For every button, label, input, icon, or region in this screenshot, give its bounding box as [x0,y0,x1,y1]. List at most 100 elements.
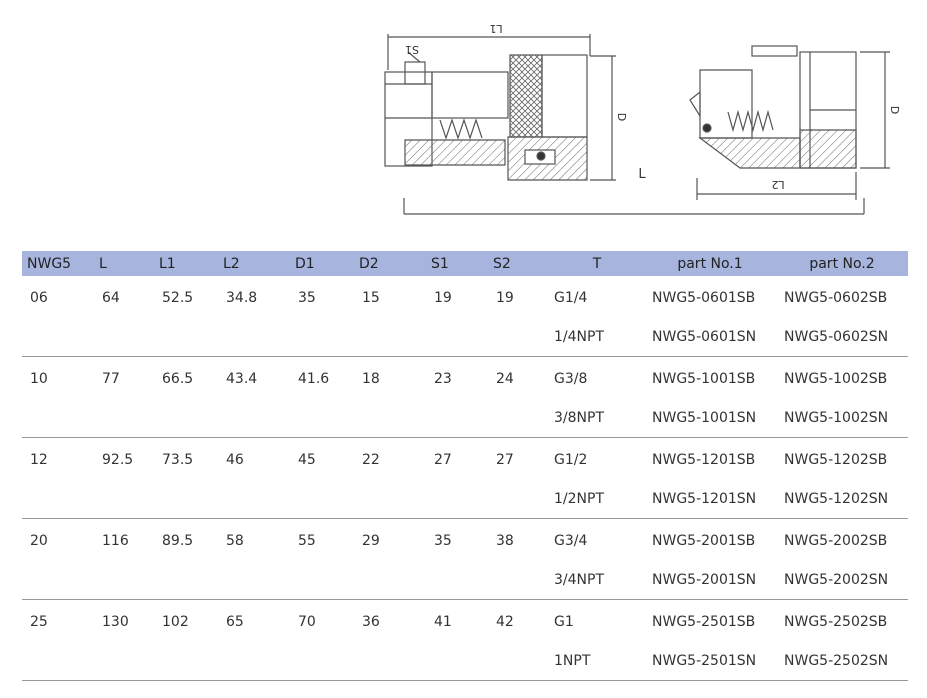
cell-l: 92.5 [102,451,134,468]
cell-d1: 55 [298,532,316,549]
cell-s1: 23 [434,370,452,387]
cell-l1: 52.5 [162,289,194,306]
header-l2: L2 [218,251,290,276]
cell-l: 130 [102,613,129,630]
label-l1: L1 [489,22,502,35]
header-part-no-1: part No.1 [644,251,776,276]
cell-d1: 41.6 [298,370,330,387]
table-row: 1/4NPT NWG5-0601SN NWG5-0602SN [22,317,908,357]
cell-size: 06 [30,289,48,306]
cell-t: G3/8 [554,370,588,387]
cell-part-no-1: NWG5-1201SN [644,479,776,519]
cell-d2: 22 [362,451,380,468]
cell-size: 20 [30,532,48,549]
cell-t: 1NPT [550,641,644,681]
cell-l1: 102 [162,613,189,630]
table-row: 3/8NPT NWG5-1001SN NWG5-1002SN [22,398,908,438]
cell-part-no-2: NWG5-0602SB [784,289,888,306]
cell-part-no-1: NWG5-2501SB [652,613,756,630]
cell-s2: 19 [496,289,514,306]
cell-l: 64 [102,289,120,306]
table-row: 10 77 66.5 43.4 41.6 18 23 24 G3/8 NWG5-… [22,357,908,399]
cell-part-no-2: NWG5-1002SB [784,370,888,387]
cell-l: 77 [102,370,120,387]
cell-s2: 42 [496,613,514,630]
header-part-no-2: part No.2 [776,251,908,276]
cell-t: 1/2NPT [550,479,644,519]
table-row: 20 116 89.5 58 55 29 35 38 G3/4 NWG5-200… [22,519,908,561]
cell-l2: 43.4 [226,370,258,387]
cell-part-no-2: NWG5-0602SN [776,317,908,357]
header-l: L [94,251,154,276]
table-row: 1NPT NWG5-2501SN NWG5-2502SN [22,641,908,681]
label-d-right: D [888,106,901,114]
cell-l2: 34.8 [226,289,258,306]
label-d-left: D [615,113,628,121]
label-l: L [638,167,646,182]
header-l1: L1 [154,251,218,276]
cell-l1: 66.5 [162,370,194,387]
cell-t: 1/4NPT [550,317,644,357]
header-s1: S1 [426,251,488,276]
cell-d1: 45 [298,451,316,468]
header-d1: D1 [290,251,354,276]
cell-part-no-1: NWG5-2501SN [644,641,776,681]
cell-size: 10 [30,370,48,387]
cell-t: G1 [554,613,574,630]
cell-t: 3/4NPT [550,560,644,600]
label-s1: S1 [405,43,419,56]
cell-size: 25 [30,613,48,630]
cell-l2: 65 [226,613,244,630]
table-row: 3/4NPT NWG5-2001SN NWG5-2002SN [22,560,908,600]
cell-part-no-1: NWG5-0601SN [644,317,776,357]
cell-part-no-1: NWG5-0601SB [652,289,756,306]
coupling-technical-drawing: L1 S1 D L L2 D [384,22,901,215]
header-nwg5: NWG5 [22,251,94,276]
cell-l2: 58 [226,532,244,549]
cell-s2: 27 [496,451,514,468]
cell-d1: 70 [298,613,316,630]
specification-table: NWG5 L L1 L2 D1 D2 S1 S2 T part No.1 par… [22,251,908,681]
cell-t: G3/4 [554,532,588,549]
label-l2: L2 [771,178,784,191]
cell-part-no-2: NWG5-1202SN [776,479,908,519]
header-s2: S2 [488,251,550,276]
cell-d2: 36 [362,613,380,630]
table-row: 06 64 52.5 34.8 35 15 19 19 G1/4 NWG5-06… [22,276,908,317]
cell-s1: 27 [434,451,452,468]
cell-part-no-1: NWG5-1201SB [652,451,756,468]
cell-l2: 46 [226,451,244,468]
left-socket-view [384,34,865,215]
cell-size: 12 [30,451,48,468]
header-t: T [550,251,644,276]
cell-part-no-1: NWG5-1001SB [652,370,756,387]
cell-l1: 73.5 [162,451,194,468]
cell-part-no-1: NWG5-2001SB [652,532,756,549]
cell-t: 3/8NPT [550,398,644,438]
table-row: 25 130 102 65 70 36 41 42 G1 NWG5-2501SB… [22,600,908,642]
cell-part-no-2: NWG5-1202SB [784,451,888,468]
cell-part-no-2: NWG5-1002SN [776,398,908,438]
cell-part-no-2: NWG5-2002SN [776,560,908,600]
cell-s1: 35 [434,532,452,549]
cell-l: 116 [102,532,129,549]
cell-d2: 18 [362,370,380,387]
cell-s1: 19 [434,289,452,306]
cell-d2: 29 [362,532,380,549]
cell-s2: 24 [496,370,514,387]
cell-s2: 38 [496,532,514,549]
table-row: 1/2NPT NWG5-1201SN NWG5-1202SN [22,479,908,519]
cell-l1: 89.5 [162,532,194,549]
cell-d2: 15 [362,289,380,306]
cell-t: G1/2 [554,451,588,468]
cell-s1: 41 [434,613,452,630]
cell-part-no-2: NWG5-2002SB [784,532,888,549]
cell-part-no-1: NWG5-2001SN [644,560,776,600]
table-header-row: NWG5 L L1 L2 D1 D2 S1 S2 T part No.1 par… [22,251,908,276]
cell-t: G1/4 [554,289,588,306]
cell-d1: 35 [298,289,316,306]
drawing-labels: L1 S1 D L L2 D [405,22,901,191]
right-plug-view [689,45,890,200]
table-row: 12 92.5 73.5 46 45 22 27 27 G1/2 NWG5-12… [22,438,908,480]
cell-part-no-1: NWG5-1001SN [644,398,776,438]
